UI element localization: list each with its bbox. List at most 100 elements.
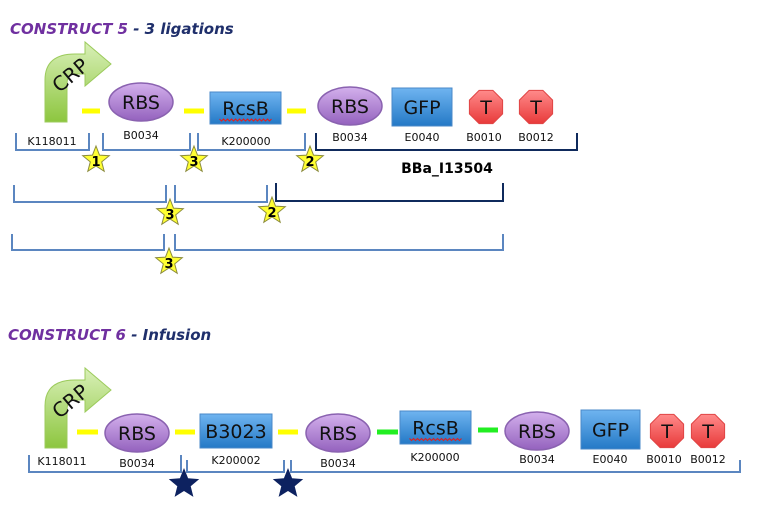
cds-label: RcsB: [412, 418, 459, 440]
terminator-label: T: [529, 97, 542, 119]
ligation-step-number: 1: [91, 155, 100, 170]
construct5-title: CONSTRUCT 5 - 3 ligations: [10, 20, 234, 38]
construct5-title-sub: - 3 ligations: [127, 20, 234, 38]
part-id-label: B0012: [690, 453, 726, 466]
part-id-label: K200002: [211, 454, 260, 467]
cds-label: GFP: [403, 97, 440, 119]
terminator-part: T: [649, 413, 685, 449]
ligation-step-number: 2: [305, 155, 314, 170]
rbs-part: RBS: [104, 413, 170, 453]
cds-part: GFP: [391, 87, 453, 127]
cds-shape: [580, 409, 641, 450]
rbs-label: RBS: [331, 96, 369, 118]
ligation-star: 2: [295, 144, 325, 173]
part-id-label: B0034: [332, 131, 368, 144]
rbs-shape: [317, 86, 383, 126]
spellcheck-underline: [409, 437, 462, 442]
cds-part: B3023: [199, 413, 273, 449]
part-id-label: K118011: [27, 135, 76, 148]
part-id-label: E0040: [405, 131, 440, 144]
construct5-title-main: CONSTRUCT 5: [10, 20, 128, 38]
part-id-label: B0010: [466, 131, 502, 144]
star-icon: [257, 195, 287, 224]
assembly-bracket: [15, 133, 90, 151]
construct6-title: CONSTRUCT 6 - Infusion: [8, 326, 211, 344]
part-id-label: B0034: [119, 457, 155, 470]
rbs-label: RBS: [518, 421, 556, 443]
rbs-label: RBS: [122, 92, 160, 114]
assembly-bracket: [28, 455, 182, 473]
assembly-bracket: [174, 185, 268, 203]
rbs-part: RBS: [317, 86, 383, 126]
part-id-label: B0034: [123, 129, 159, 142]
rbs-shape: [108, 82, 174, 122]
promoter-arrow-shape: [44, 40, 112, 123]
terminator-part: T: [518, 89, 554, 125]
cds-shape: [399, 410, 472, 445]
rbs-label: RBS: [319, 423, 357, 445]
cds-part: GFP: [580, 409, 641, 450]
terminator-label: T: [660, 421, 673, 443]
rbs-label: RBS: [118, 423, 156, 445]
terminator-shape: [468, 89, 504, 125]
assembly-bracket: [197, 133, 306, 151]
part-id-label: K200000: [410, 451, 459, 464]
assembly-bracket: [186, 460, 285, 473]
ligation-star: 2: [257, 195, 287, 224]
part-id-label: E0040: [593, 453, 628, 466]
part-id-label: K200000: [221, 135, 270, 148]
rbs-part: RBS: [305, 413, 371, 453]
part-id-label: B0034: [519, 453, 555, 466]
rbs-shape: [504, 411, 570, 451]
construct6-title-sub: - Infusion: [125, 326, 212, 344]
star-icon: [179, 144, 209, 173]
cds-part: RcsB: [209, 91, 282, 125]
cds-shape: [391, 87, 453, 127]
rbs-shape: [305, 413, 371, 453]
promoter-part: CRP: [44, 366, 112, 449]
ligation-star: 3: [179, 144, 209, 173]
rbs-shape: [104, 413, 170, 453]
star-icon: [81, 144, 111, 173]
assembly-bracket: [13, 185, 167, 203]
ligation-star: 3: [155, 197, 185, 226]
infusion-junction-star-icon: [272, 468, 304, 497]
ligation-step-number: 3: [164, 257, 173, 272]
ligation-step-number: 3: [189, 155, 198, 170]
cds-shape: [209, 91, 282, 125]
assembly-bracket: [290, 460, 741, 473]
assembly-bracket: [174, 234, 504, 251]
assembly-bracket: [11, 234, 165, 251]
terminator-label: T: [701, 421, 714, 443]
cds-part: RcsB: [399, 410, 472, 445]
assembly-bracket: [102, 133, 191, 151]
cds-shape: [199, 413, 273, 449]
cds-label: GFP: [592, 420, 629, 442]
rbs-part: RBS: [504, 411, 570, 451]
part-id-label: B0012: [518, 131, 554, 144]
rbs-part: RBS: [108, 82, 174, 122]
star-icon: [155, 197, 185, 226]
composite-part-label: BBa_I13504: [401, 161, 493, 177]
ligation-step-number: 3: [165, 208, 174, 223]
composite-bracket: [275, 183, 504, 202]
part-id-label: B0010: [646, 453, 682, 466]
construct6-title-main: CONSTRUCT 6: [8, 326, 126, 344]
promoter-part: CRP: [44, 40, 112, 123]
ligation-star: 1: [81, 144, 111, 173]
infusion-junction-star-icon: [168, 468, 200, 497]
star-icon: [295, 144, 325, 173]
ligation-star: 3: [154, 246, 184, 275]
terminator-shape: [518, 89, 554, 125]
part-id-label: K118011: [37, 455, 86, 468]
terminator-part: T: [468, 89, 504, 125]
terminator-label: T: [479, 97, 492, 119]
part-id-label: B0034: [320, 457, 356, 470]
terminator-part: T: [690, 413, 726, 449]
spellcheck-underline: [219, 118, 272, 122]
composite-bracket: [315, 133, 578, 151]
star-icon: [154, 246, 184, 275]
promoter-arrow-shape: [44, 366, 112, 449]
terminator-shape: [690, 413, 726, 449]
